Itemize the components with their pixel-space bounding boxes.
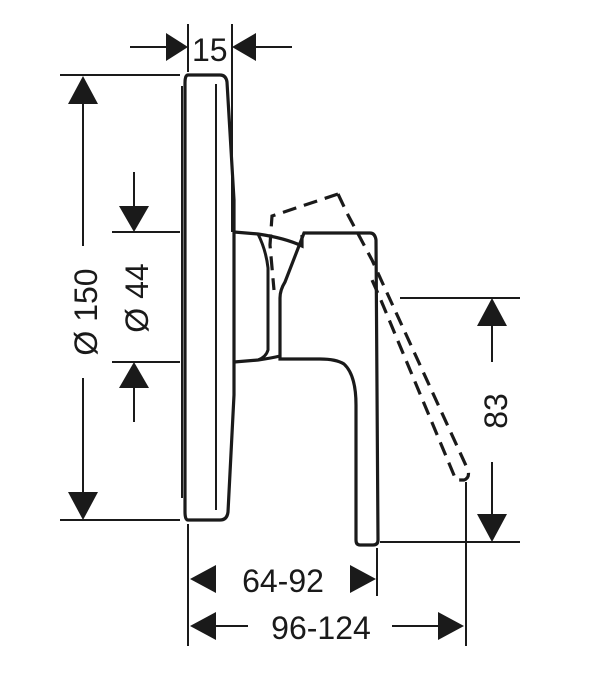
dim-hub-diameter	[112, 172, 180, 422]
dim-plate-thickness-label: 15	[192, 32, 228, 68]
dim-projection-lever	[190, 482, 467, 646]
dim-plate-diameter	[60, 74, 180, 521]
dim-hub-diameter-label: Ø 44	[119, 263, 155, 332]
hub	[233, 230, 304, 364]
lever-closed	[278, 231, 380, 547]
dim-plate-thickness	[130, 24, 292, 232]
lever-open-dashed	[268, 192, 471, 482]
dim-projection-label: 64-92	[242, 563, 324, 599]
wall-plate	[181, 73, 236, 522]
dim-lever-height	[380, 297, 520, 543]
dim-projection	[187, 524, 378, 646]
dim-plate-diameter-label: Ø 150	[68, 268, 104, 355]
dim-lever-height-label: 83	[478, 393, 514, 429]
dim-projection-lever-label: 96-124	[271, 610, 371, 646]
